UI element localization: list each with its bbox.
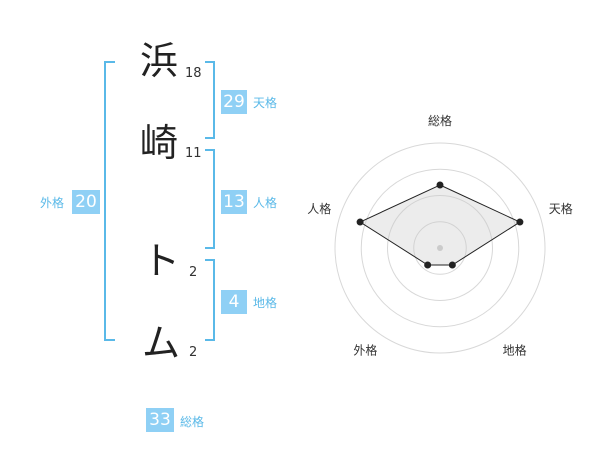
radar-ring (360, 168, 520, 328)
radar-axis-label-3: 外格 (353, 343, 377, 358)
radar-axis-label-1: 天格 (549, 201, 573, 216)
chikaku-label: 地格 (253, 296, 278, 310)
radar-point-2 (448, 261, 456, 269)
stroke-count-4: 2 (189, 345, 198, 360)
radar-center (437, 245, 443, 251)
jinkaku-bracket (205, 149, 215, 249)
tenkaku-value: 29 (221, 90, 247, 114)
gaikaku-bracket (104, 61, 115, 341)
stroke-count-1: 18 (185, 66, 202, 81)
jinkaku-label: 人格 (253, 196, 278, 210)
gaikaku-value: 20 (72, 190, 100, 214)
radar-point-4 (356, 218, 364, 226)
chikaku-value: 4 (221, 290, 247, 314)
stroke-count-3: 2 (189, 265, 198, 280)
radar-point-1 (516, 218, 524, 226)
radar-ring (413, 221, 467, 275)
radar-point-0 (436, 181, 444, 189)
jinkaku-value: 13 (221, 190, 247, 214)
stroke-count-2: 11 (185, 146, 202, 161)
radar-axis-label-0: 総格 (428, 113, 452, 128)
radar-axis-label-4: 人格 (307, 201, 331, 216)
tenkaku-label: 天格 (253, 96, 278, 110)
radar-point-3 (424, 261, 432, 269)
name-char-3: ト (142, 239, 181, 283)
radar-axis-label-2: 地格 (503, 343, 527, 358)
chikaku-bracket (205, 259, 215, 341)
name-char-2: 崎 (140, 121, 179, 165)
name-char-1: 浜 (140, 39, 179, 83)
tenkaku-bracket (205, 61, 215, 139)
radar-ring (334, 142, 546, 354)
radar-ring (387, 195, 493, 301)
soukaku-label: 総格 (180, 415, 205, 429)
soukaku-value: 33 (146, 408, 174, 432)
gaikaku-label: 外格 (40, 196, 65, 210)
name-char-4: ム (142, 321, 181, 365)
radar-series (359, 184, 521, 266)
